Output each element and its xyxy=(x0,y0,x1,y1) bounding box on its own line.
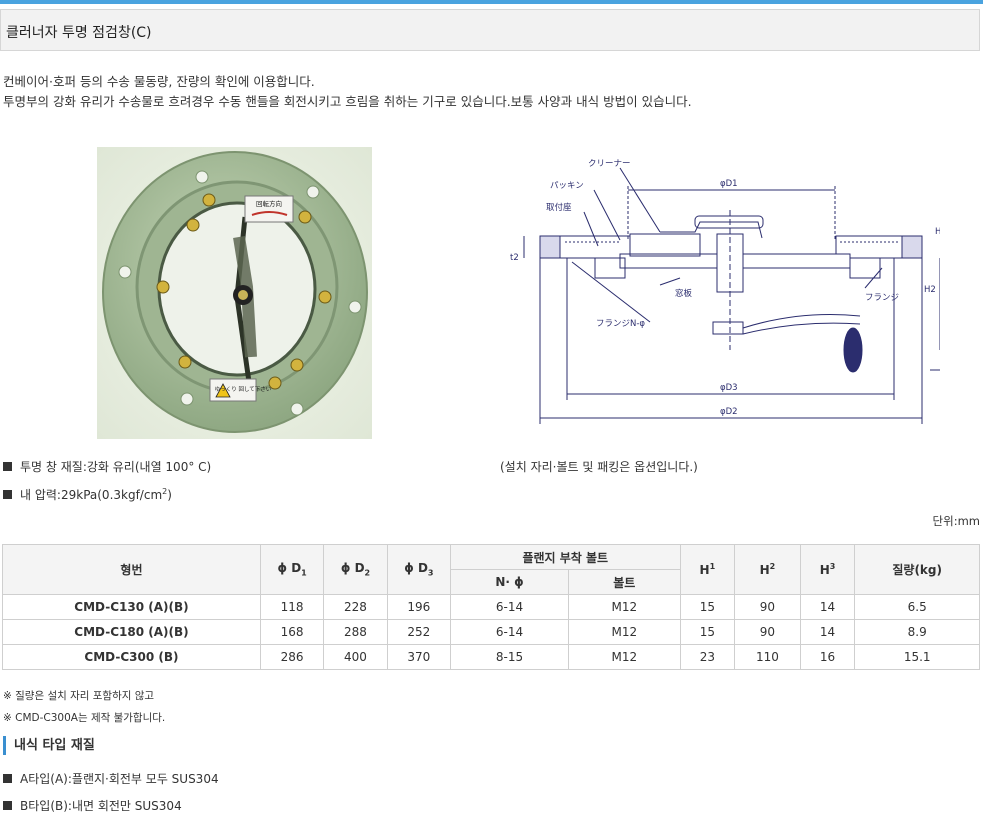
table-row: CMD-C130 (A)(B) 118 228 196 6-14 M12 15 … xyxy=(2,594,980,620)
cell-h1: 15 xyxy=(679,619,736,645)
corrosion-heading: 내식 타입 재질 xyxy=(3,736,95,755)
cell-h3: 16 xyxy=(799,644,856,670)
label-d2: φD2 xyxy=(720,407,738,417)
title-bar: 클러너자 투명 점검창(C) xyxy=(0,9,980,51)
bullet-type-a: A타입(A):플랜지·회전부 모두 SUS304 xyxy=(3,770,219,787)
header-weight: 질량(kg) xyxy=(854,544,980,595)
pressure-text: 내 압력:29kPa(0.3kgf/cm xyxy=(20,488,163,502)
cell-h2: 110 xyxy=(734,644,801,670)
cell-d1: 286 xyxy=(259,644,325,670)
page-title: 클러너자 투명 점검창(C) xyxy=(6,25,152,41)
technical-drawing: クリーナー パッキン 取付座 窓板 フランジ フランジN-φ φD1 φD3 φ… xyxy=(510,150,957,430)
install-caption: (설치 자리·볼트 및 패킹은 옵션입니다.) xyxy=(500,460,698,474)
header-model: 형번 xyxy=(2,544,261,595)
photo-label-warning: ゆっくり 回して下さい xyxy=(215,386,272,393)
cell-weight: 6.5 xyxy=(854,594,980,620)
pressure-suffix: ) xyxy=(167,488,172,502)
label-d3: φD3 xyxy=(720,383,738,393)
label-t2: t2 xyxy=(510,253,519,263)
square-bullet-icon xyxy=(3,774,12,783)
table-row: CMD-C180 (A)(B) 168 288 252 6-14 M12 15 … xyxy=(2,619,980,645)
header-h1: H1 xyxy=(679,544,736,595)
spec-table: 형번 ϕ D1 ϕ D2 ϕ D3 플랜지 부착 볼트 H1 H2 H3 질량(… xyxy=(2,544,980,670)
bullet-type-b: B타입(B):내면 회전만 SUS304 xyxy=(3,797,182,814)
cell-h2: 90 xyxy=(734,619,801,645)
cell-n-phi: 6-14 xyxy=(450,594,570,620)
note-c300a: ※ CMD-C300A는 제작 불가합니다. xyxy=(3,712,166,724)
label-h1: H1 xyxy=(935,227,940,237)
cell-n-phi: 8-15 xyxy=(450,644,570,670)
cell-weight: 15.1 xyxy=(854,644,980,670)
cell-h2: 90 xyxy=(734,594,801,620)
table-row: CMD-C300 (B) 286 400 370 8-15 M12 23 110… xyxy=(2,644,980,670)
label-flange-n: フランジN-φ xyxy=(596,319,645,329)
cell-h1: 15 xyxy=(679,594,736,620)
cell-d2: 228 xyxy=(323,594,388,620)
note-weight: ※ 질량은 설치 자리 포함하지 않고 xyxy=(3,690,155,702)
header-h2: H2 xyxy=(734,544,801,595)
cell-h3: 14 xyxy=(799,594,856,620)
cell-model: CMD-C130 (A)(B) xyxy=(2,594,261,620)
square-bullet-icon xyxy=(3,462,12,471)
square-bullet-icon xyxy=(3,801,12,810)
description-line-2: 투명부의 강화 유리가 수송물로 흐려경우 수동 핸들을 회전시키고 흐림을 취… xyxy=(3,94,692,109)
bullet-material: 투명 창 재질:강화 유리(내열 100° C) xyxy=(3,458,211,475)
cell-d3: 252 xyxy=(386,619,452,645)
header-flange-bolt: 플랜지 부착 볼트 xyxy=(450,544,681,570)
unit-label: 단위:mm xyxy=(932,514,980,528)
type-b-text: B타입(B):내면 회전만 SUS304 xyxy=(20,799,182,813)
header-d3: ϕ D3 xyxy=(386,544,452,595)
header-bolt: 볼트 xyxy=(568,569,681,595)
cell-bolt: M12 xyxy=(568,619,681,645)
cell-d1: 118 xyxy=(259,594,325,620)
cell-model: CMD-C300 (B) xyxy=(2,644,261,670)
label-mount-seat: 取付座 xyxy=(546,202,572,213)
header-d1: ϕ D1 xyxy=(259,544,325,595)
square-bullet-icon xyxy=(3,490,12,499)
cell-h1: 23 xyxy=(679,644,736,670)
cell-h3: 14 xyxy=(799,619,856,645)
cell-d3: 196 xyxy=(386,594,452,620)
material-text: 투명 창 재질:강화 유리(내열 100° C) xyxy=(20,460,212,474)
label-cleaner: クリーナー xyxy=(588,159,631,169)
description-line-1: 컨베이어·호퍼 등의 수송 물동량, 잔량의 확인에 이용합니다. xyxy=(3,74,315,89)
cell-d1: 168 xyxy=(259,619,325,645)
cell-model: CMD-C180 (A)(B) xyxy=(2,619,261,645)
header-h3: H3 xyxy=(799,544,856,595)
cell-d2: 288 xyxy=(323,619,388,645)
label-h2: H2 xyxy=(924,285,936,295)
cell-d2: 400 xyxy=(323,644,388,670)
bullet-pressure: 내 압력:29kPa(0.3kgf/cm2) xyxy=(3,486,172,503)
label-packing: パッキン xyxy=(550,181,584,191)
type-a-text: A타입(A):플랜지·회전부 모두 SUS304 xyxy=(20,772,219,786)
product-photo: 回転方向 ゆっくり 回して下さい xyxy=(97,147,372,439)
cell-weight: 8.9 xyxy=(854,619,980,645)
label-window-plate: 窓板 xyxy=(675,288,693,299)
cell-bolt: M12 xyxy=(568,594,681,620)
header-n-phi: N· ϕ xyxy=(450,569,570,595)
photo-label-direction: 回転方向 xyxy=(256,199,282,208)
label-flange: フランジ xyxy=(865,293,899,303)
cell-d3: 370 xyxy=(386,644,452,670)
cell-n-phi: 6-14 xyxy=(450,619,570,645)
label-d1: φD1 xyxy=(720,179,738,189)
cell-bolt: M12 xyxy=(568,644,681,670)
pressure-sup: 2 xyxy=(162,487,168,496)
header-d2: ϕ D2 xyxy=(323,544,388,595)
top-accent-bar xyxy=(0,0,983,4)
